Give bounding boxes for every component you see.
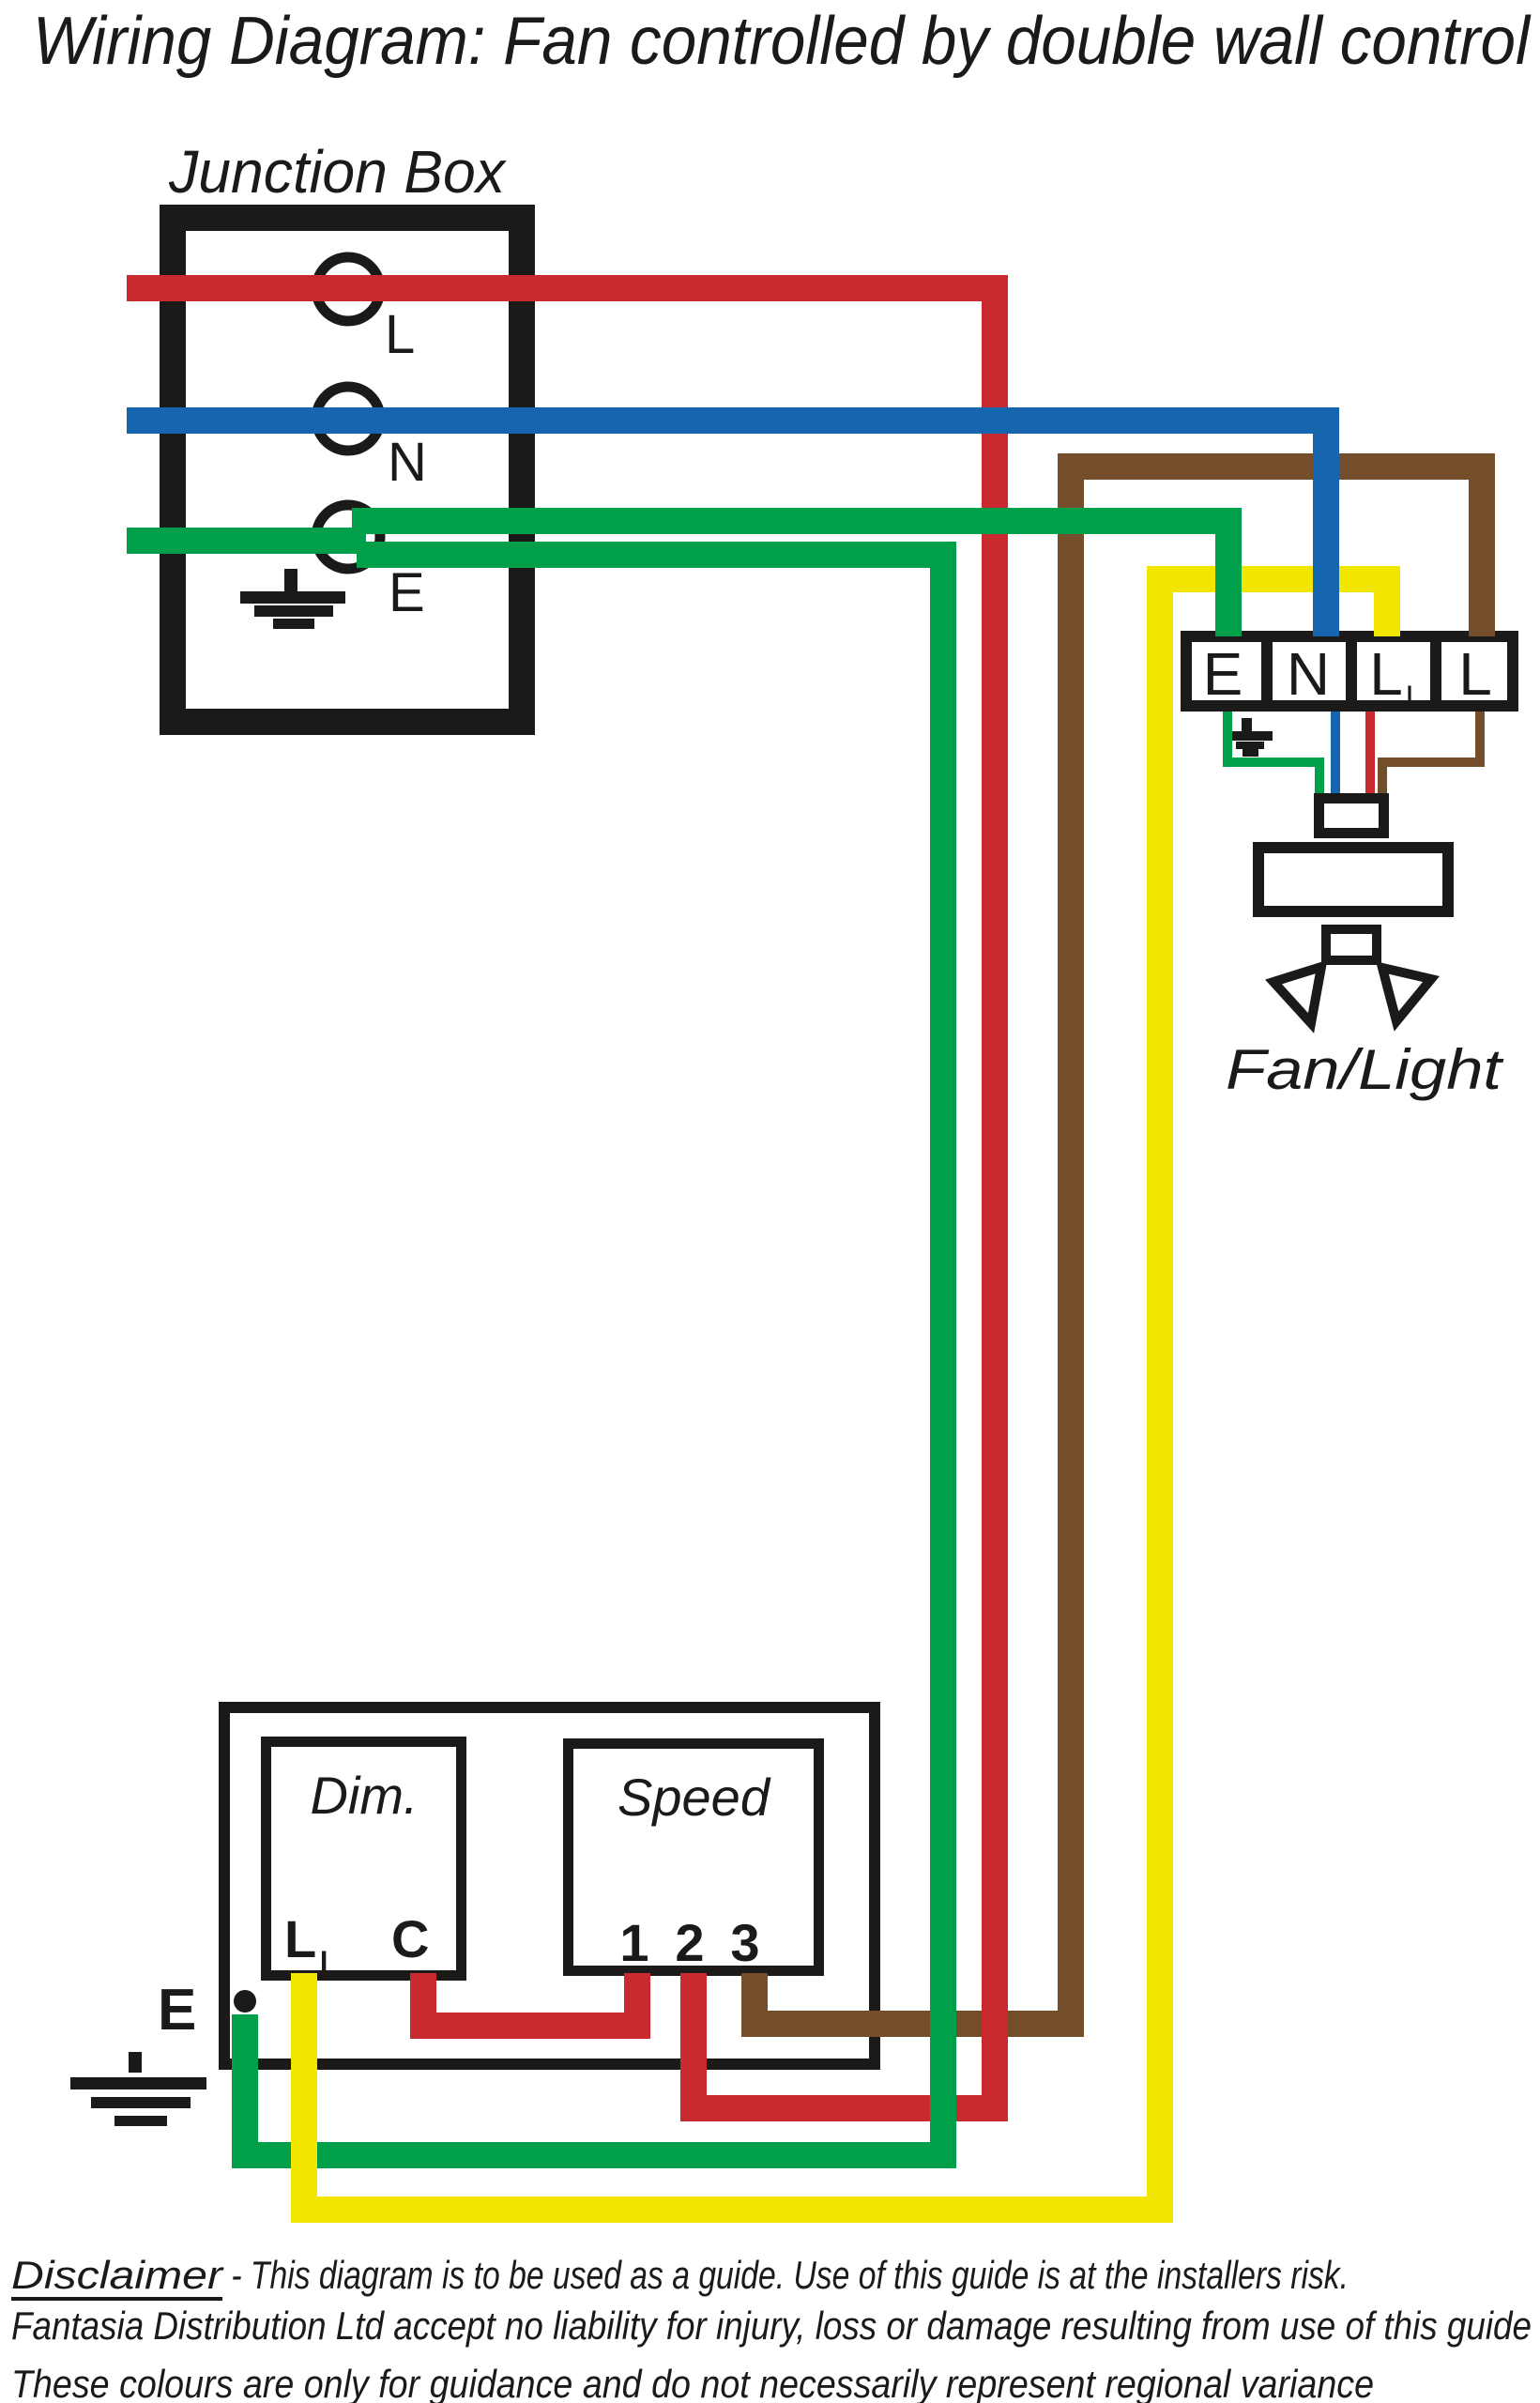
junction-terminal-n-label: N <box>388 432 427 493</box>
fan-terminal-divider-2 <box>1346 631 1357 712</box>
wire-green-earth-to-control <box>232 542 956 2168</box>
wire-red-live-main <box>127 275 1008 2121</box>
fan-canopy <box>1314 793 1389 838</box>
wire-yellow-switched-live <box>291 566 1400 2223</box>
dimmer-label: Dim. <box>310 1766 418 1825</box>
fan-blade-left <box>1265 959 1328 1033</box>
wire-brown-switched-live <box>741 453 1495 2037</box>
fan-terminal-divider-3 <box>1430 631 1441 712</box>
fan-terminal-e-label: E <box>1203 640 1243 708</box>
junction-terminal-l-label: L <box>385 304 415 365</box>
page-title: Wiring Diagram: Fan controlled by double… <box>33 4 1532 79</box>
dimmer-terminal-c-label: C <box>391 1909 429 1968</box>
fan-motor-housing <box>1253 842 1454 917</box>
speed-label: Speed <box>618 1768 771 1827</box>
fan-terminal-n-label: N <box>1287 640 1330 708</box>
junction-box-label: Junction Box <box>168 138 507 206</box>
fan-earth-icon <box>1227 718 1273 757</box>
wire-blue-neutral <box>127 407 1339 636</box>
junction-terminal-e-label: E <box>389 562 425 623</box>
fan-neck <box>1321 925 1381 965</box>
fan-wire-green <box>1223 712 1324 798</box>
dimmer-terminal-l-label: L <box>284 1909 316 1968</box>
fan-terminal-l1-label: L <box>1369 640 1403 708</box>
earth-junction-dot <box>234 1990 256 2013</box>
fan-label: Fan/Light <box>1226 1038 1504 1101</box>
fan-terminal-l1-subscript: I <box>1405 680 1413 715</box>
disclaimer-word: Disclaimer <box>11 2253 224 2297</box>
speed-box <box>563 1738 824 1976</box>
wire-green-earth-to-fan <box>352 508 1242 636</box>
speed-terminal-3-label: 3 <box>730 1913 759 1972</box>
disclaimer-line3: These colours are only for guidance and … <box>11 2362 1374 2403</box>
dimmer-terminal-l-subscript: I <box>320 1946 328 1977</box>
disclaimer-line1: Disclaimer - This diagram is to be used … <box>11 2253 1349 2297</box>
speed-terminal-2-label: 2 <box>675 1913 704 1972</box>
fan-blade-right <box>1376 961 1440 1032</box>
junction-box-outline <box>160 205 535 735</box>
disclaimer-line1-rest: - This diagram is to be used as a guide.… <box>222 2253 1349 2297</box>
wall-control-earth-icon <box>70 2052 206 2126</box>
fan-terminal-divider-1 <box>1261 631 1273 712</box>
fan-terminal-l-label: L <box>1458 640 1492 708</box>
wire-red-dim-to-speed <box>410 1973 650 2039</box>
wall-control-earth-label: E <box>158 1978 196 2043</box>
dimmer-box <box>261 1737 466 1981</box>
fan-wire-brown <box>1378 712 1485 798</box>
junction-earth-icon <box>240 569 345 629</box>
speed-terminal-1-label: 1 <box>619 1913 648 1972</box>
disclaimer-line2: Fantasia Distribution Ltd accept no liab… <box>11 2304 1532 2348</box>
